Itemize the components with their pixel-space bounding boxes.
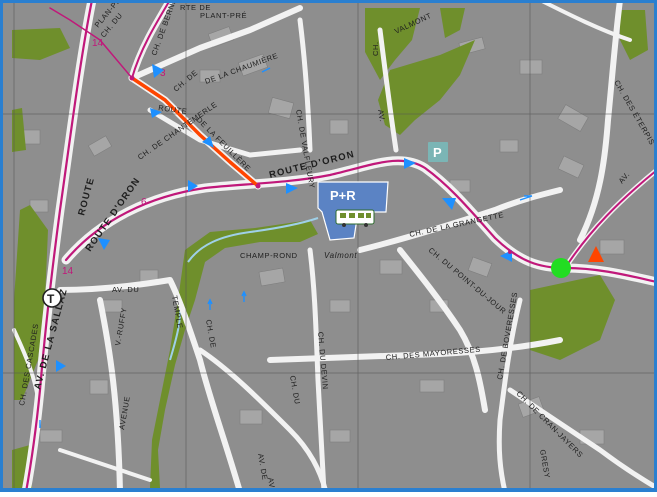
street-du xyxy=(197,347,329,495)
direction-arrow-icon xyxy=(202,136,214,148)
route-salaz-line xyxy=(24,0,94,494)
street-point-du-jour xyxy=(397,247,488,413)
street-grangette xyxy=(357,187,563,253)
direction-arrow-icon xyxy=(286,183,298,194)
street-av-valmont xyxy=(377,27,399,153)
route-berne-line xyxy=(131,0,171,79)
street-bottom-link xyxy=(58,448,152,482)
street-label: ROUTE xyxy=(158,103,188,116)
park-valmont xyxy=(378,40,475,135)
direction-arrow-icon xyxy=(56,360,66,372)
street-chaumiere xyxy=(129,5,303,81)
park-ravine xyxy=(150,220,318,488)
street-devin xyxy=(307,247,327,495)
direction-arrow-icon xyxy=(150,108,162,118)
street-label: CHAMP-ROND xyxy=(240,251,298,260)
park-left-upper xyxy=(12,108,26,152)
parking-icon[interactable]: P xyxy=(428,142,448,162)
route-number: 6 xyxy=(141,197,147,208)
direction-arrow-icon xyxy=(404,158,416,169)
park-corner-right xyxy=(620,10,648,60)
park-and-ride-label: P+R xyxy=(330,188,356,203)
direction-arrow-icon xyxy=(188,180,198,192)
street-av-temple xyxy=(57,277,243,495)
direction-arrow-icon xyxy=(98,238,110,250)
street-cran-jayers xyxy=(507,387,657,491)
street-label: AV. xyxy=(266,477,277,491)
highlight-feuillere xyxy=(130,76,260,188)
street-top-diag xyxy=(538,0,632,42)
route-junctions xyxy=(129,75,512,254)
street-valfleury xyxy=(297,17,313,153)
transit-symbol-label: T xyxy=(47,292,55,306)
park-and-ride-icon[interactable]: P+R xyxy=(317,181,389,241)
park-top-left xyxy=(12,28,70,60)
route-number: 3 xyxy=(160,68,166,79)
arrow-marker-icon[interactable] xyxy=(588,246,604,262)
park-top-center xyxy=(365,8,420,80)
street-label: AV. DU xyxy=(112,285,139,294)
transit-symbol-icon[interactable]: T xyxy=(42,288,62,308)
street-chantemerle xyxy=(147,107,303,158)
street-label: AV. xyxy=(376,109,387,123)
street-label: Valmont xyxy=(324,251,357,260)
street-label: RTE DE xyxy=(180,3,211,12)
route-chaumiere-line xyxy=(49,7,133,79)
location-marker-icon[interactable] xyxy=(551,258,571,278)
route-number: 14 xyxy=(62,266,74,277)
park-top-right xyxy=(440,8,465,38)
street-label: CH. xyxy=(371,41,380,56)
street-boveresses xyxy=(496,297,523,495)
street-eterpis xyxy=(577,0,623,243)
street-rufy xyxy=(97,297,123,495)
parking-label: P xyxy=(433,145,442,160)
direction-arrow-icon xyxy=(152,64,164,78)
direction-arrow-icon xyxy=(442,198,456,210)
street-label: PLANT-PRÉ xyxy=(200,11,247,20)
route-number: 14 xyxy=(92,38,104,49)
route-right-line xyxy=(564,169,657,269)
route-numbers: 14 3 6 14 xyxy=(62,38,166,277)
direction-arrows xyxy=(56,64,512,372)
street-mayoresses xyxy=(267,337,563,363)
one-way-ticks xyxy=(39,67,533,428)
